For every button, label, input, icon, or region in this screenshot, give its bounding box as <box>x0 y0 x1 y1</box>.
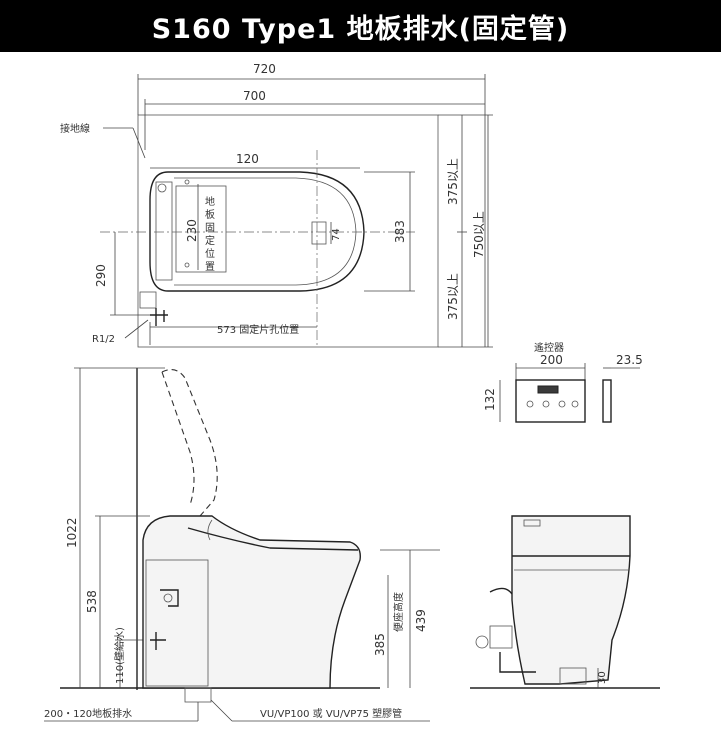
remote-height-label: 132 <box>483 388 497 411</box>
dim-1022-label: 1022 <box>65 517 79 548</box>
floor-drain-label: 200・120地板排水 <box>44 707 132 720</box>
toilet-plan-outline <box>149 171 365 292</box>
floor-fix-char-5: 位 <box>205 247 215 260</box>
remote-button <box>542 400 550 408</box>
dim-30-label: 30 <box>597 671 608 684</box>
seat-height-label: 便座高度 <box>392 592 405 632</box>
remote-button <box>571 400 579 408</box>
dim-538-label: 538 <box>85 590 99 613</box>
front-view: 30 <box>470 515 660 689</box>
tank-panel <box>145 559 209 687</box>
dim-385-label: 385 <box>373 633 387 656</box>
remote-side <box>602 379 612 423</box>
front-valve <box>489 625 513 649</box>
valve-lower <box>150 632 166 650</box>
remote-display <box>537 385 559 394</box>
dim-375-top-label: 375以上 <box>446 158 460 205</box>
pipe-note-label: VU/VP100 或 VU/VP75 塑膠管 <box>260 707 402 720</box>
toilet-body-front <box>511 515 631 685</box>
open-lid-dashed <box>161 369 218 517</box>
remote-button <box>558 400 566 408</box>
front-drain <box>559 667 587 685</box>
dim-375-bottom-label: 375以上 <box>446 273 460 320</box>
fixing-hole-label: 573 固定片孔位置 <box>217 323 299 336</box>
installation-frame <box>137 114 439 348</box>
floor-fix-char-3: 固 <box>205 222 215 234</box>
remote-width-label: 200 <box>540 353 563 367</box>
side-panel <box>155 181 173 281</box>
title-bar: S160 Type1 地板排水(固定管) <box>0 0 721 52</box>
tank-cover <box>175 185 227 273</box>
remote-control-view: 遙控器 200 132 23.5 <box>483 341 643 423</box>
dim-120-label: 120 <box>236 152 259 166</box>
dim-383-label: 383 <box>393 220 407 243</box>
supply-valve <box>139 291 157 309</box>
page-title: S160 Type1 地板排水(固定管) <box>151 13 570 45</box>
seat-top-line <box>187 527 359 551</box>
toilet-body-side <box>142 515 361 689</box>
dim-230-label: 230 <box>185 219 199 242</box>
dim-74-label: 74 <box>331 228 342 241</box>
dim-439-label: 439 <box>414 609 428 632</box>
dim-700-label: 700 <box>243 89 266 103</box>
dim-750-label: 750以上 <box>472 211 486 258</box>
remote-button <box>526 400 534 408</box>
drain-pipe <box>184 687 212 703</box>
dim-720-label: 720 <box>253 62 276 76</box>
ground-wire-label: 接地線 <box>60 122 90 135</box>
floor-fix-char-6: 置 <box>205 261 215 273</box>
side-view: 1022 538 110(壁給水) 便座高度 439 385 200・ <box>44 367 440 722</box>
technical-drawing: 720 700 接地線 120 230 地 板 固 定 位 <box>44 62 660 722</box>
valve-upper <box>160 589 179 607</box>
remote-label: 遙控器 <box>534 341 564 354</box>
remote-depth-label: 23.5 <box>616 353 643 367</box>
floor-fix-char-2: 板 <box>205 208 215 221</box>
dim-110-label: 110(壁給水) <box>113 627 126 684</box>
top-view: 720 700 接地線 120 230 地 板 固 定 位 <box>60 62 493 348</box>
floor-fix-char-4: 定 <box>205 234 215 247</box>
floor-fix-char-1: 地 <box>205 195 215 208</box>
pipe-r-label: R1/2 <box>92 334 115 345</box>
dim-290-label: 290 <box>94 264 108 287</box>
remote-body <box>515 379 586 423</box>
drain-mark <box>311 221 327 245</box>
